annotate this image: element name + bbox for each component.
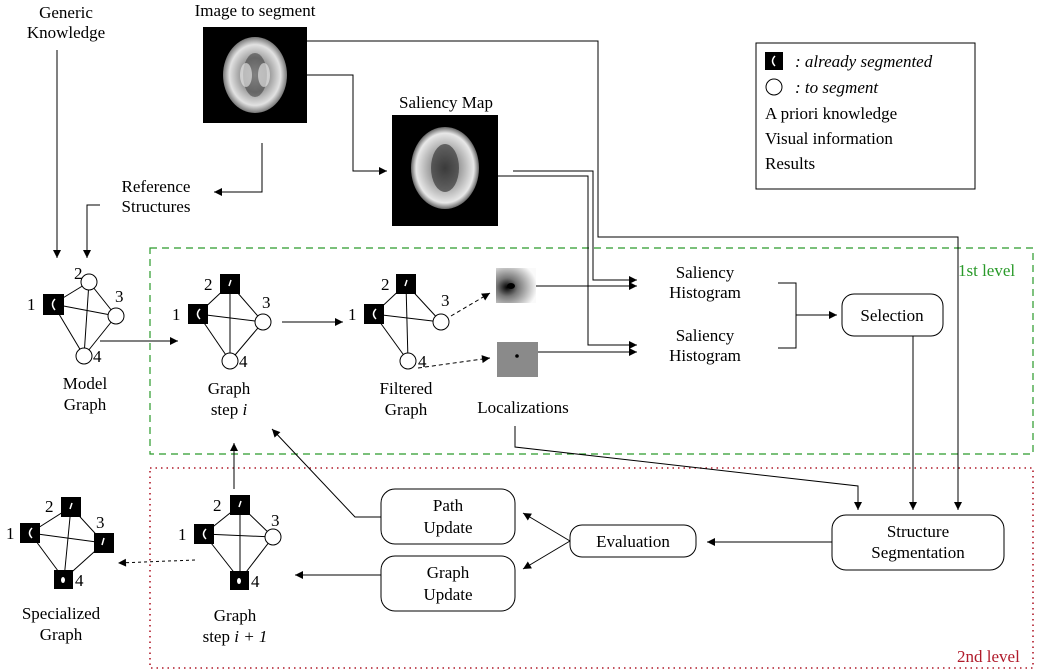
- path-update-label: Path: [433, 496, 464, 515]
- svg-text:1: 1: [27, 295, 36, 314]
- svg-text:2: 2: [45, 497, 54, 516]
- legend-a-priori: A priori knowledge: [765, 104, 897, 123]
- graph-step-i-label-2: step i: [211, 400, 248, 419]
- saliency-histogram-a: Saliency: [676, 263, 735, 282]
- svg-text:3: 3: [96, 513, 105, 532]
- specialized-graph: 1 2 3 4: [6, 497, 114, 590]
- reference-structures-label-2: Structures: [122, 197, 191, 216]
- svg-text:4: 4: [418, 352, 427, 371]
- graph-update-label-2: Update: [423, 585, 472, 604]
- svg-text:2: 2: [213, 496, 222, 515]
- svg-text:3: 3: [262, 293, 271, 312]
- model-graph: 1 2 3 4: [27, 264, 125, 366]
- graph-step-next-label: Graph: [214, 606, 257, 625]
- svg-text:2: 2: [204, 275, 213, 294]
- legend-to-segment: : to segment: [795, 78, 879, 97]
- structure-segmentation-label: Structure: [887, 522, 949, 541]
- filtered-graph: 1 2 3 4: [348, 274, 450, 371]
- selection-box: [841, 293, 944, 337]
- filtered-graph-label: Filtered: [380, 379, 433, 398]
- saliency-map-label: Saliency Map: [399, 93, 493, 112]
- image-to-segment-label: Image to segment: [195, 1, 316, 20]
- localization-image-3: [496, 268, 536, 303]
- svg-text:2: 2: [381, 275, 390, 294]
- generic-knowledge-label-2: Knowledge: [27, 23, 105, 42]
- evaluation-label: Evaluation: [596, 532, 670, 551]
- svg-text:4: 4: [239, 352, 248, 371]
- saliency-histogram-b: Saliency: [676, 326, 735, 345]
- legend-already-segmented: : already segmented: [795, 52, 933, 71]
- saliency-histogram-a-2: Histogram: [669, 283, 741, 302]
- legend: : already segmented : to segment A prior…: [755, 42, 976, 190]
- graph-update-label: Graph: [427, 563, 470, 582]
- legend-results: Results: [765, 154, 815, 173]
- svg-text:3: 3: [271, 511, 280, 530]
- structure-segmentation-label-2: Segmentation: [871, 543, 965, 562]
- specialized-graph-label: Specialized: [22, 604, 101, 623]
- second-level-region: [149, 467, 1034, 669]
- specialized-graph-label-2: Graph: [40, 625, 83, 644]
- filtered-graph-label-2: Graph: [385, 400, 428, 419]
- svg-text:3: 3: [441, 291, 450, 310]
- localizations-label: Localizations: [477, 398, 569, 417]
- svg-text:1: 1: [6, 524, 15, 543]
- first-level-region: [149, 247, 1034, 455]
- to-segment-swatch-icon: [765, 78, 783, 96]
- svg-text:1: 1: [178, 525, 187, 544]
- path-update-label-2: Update: [423, 518, 472, 537]
- legend-visual: Visual information: [765, 129, 893, 148]
- generic-knowledge-label: Generic: [39, 3, 93, 22]
- svg-text:3: 3: [115, 287, 124, 306]
- svg-text:2: 2: [74, 264, 83, 283]
- saliency-histogram-b-2: Histogram: [669, 346, 741, 365]
- graph-step-i-plus-1: 1 2 3 4: [178, 495, 282, 591]
- model-graph-label-2: Graph: [64, 395, 107, 414]
- localization-image-4: [497, 342, 538, 377]
- saliency-map-image: [392, 115, 498, 226]
- segmented-swatch-icon: [765, 52, 783, 70]
- svg-text:4: 4: [75, 571, 84, 590]
- reference-structures-label: Reference: [122, 177, 191, 196]
- graph-step-next-label-2: step i + 1: [203, 627, 268, 646]
- graph-update-box: [380, 555, 516, 612]
- model-graph-label: Model: [63, 374, 108, 393]
- brain-image: [203, 27, 307, 123]
- first-level-label: 1st level: [958, 261, 1015, 280]
- svg-text:1: 1: [348, 305, 357, 324]
- second-level-label: 2nd level: [957, 647, 1020, 666]
- svg-text:4: 4: [251, 572, 260, 591]
- svg-text:4: 4: [93, 347, 102, 366]
- graph-step-i-label: Graph: [208, 379, 251, 398]
- graph-step-i: 1 2 3 4: [172, 274, 272, 371]
- selection-label: Selection: [860, 306, 924, 325]
- svg-text:1: 1: [172, 305, 181, 324]
